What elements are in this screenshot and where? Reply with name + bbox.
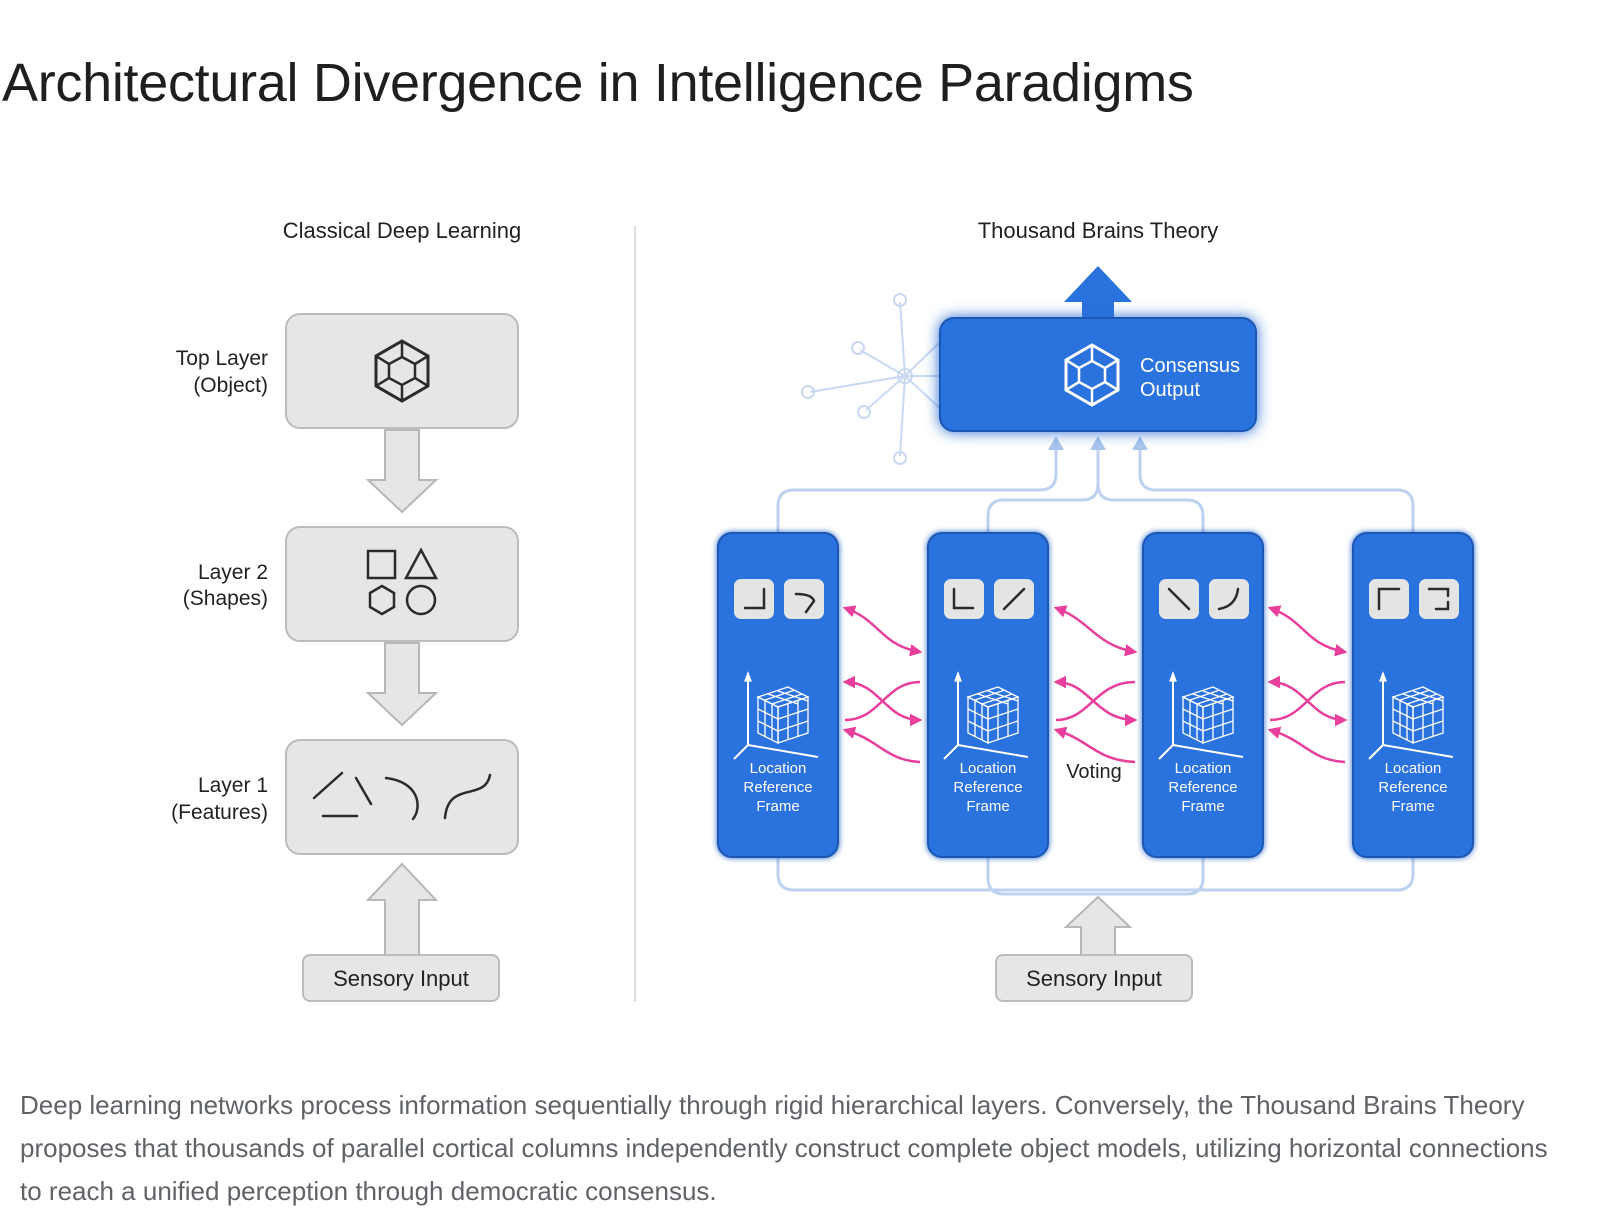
voting-arrows <box>842 605 1348 764</box>
tbt-up-arrow-input <box>1063 895 1133 956</box>
column-3-label-line2: Reference <box>1168 779 1237 796</box>
feature-lines-icon <box>312 771 492 821</box>
column-3-label-line1: Location <box>1175 760 1232 777</box>
column-4-label-line2: Reference <box>1378 779 1447 796</box>
voting-label: Voting <box>1066 761 1122 783</box>
layer2-box <box>285 526 519 642</box>
layer1-box <box>285 739 519 855</box>
output-up-arrow <box>1064 266 1132 320</box>
top-layer-sublabel: (Object) <box>193 374 268 397</box>
consensus-output-label: Consensus <box>1140 355 1240 377</box>
output-arrowheads <box>1048 436 1148 450</box>
grid-cube-icon <box>733 672 1454 760</box>
figure-caption: Deep learning networks process informati… <box>20 1090 1548 1206</box>
layer1-label: Layer 1 <box>198 774 268 797</box>
up-arrow-input <box>365 862 439 956</box>
layer1-sublabel: (Features) <box>171 801 268 824</box>
consensus-output-sublabel: Output <box>1140 379 1200 401</box>
neuron-icon <box>801 293 945 465</box>
top-layer-box <box>285 313 519 429</box>
column-3-label-line3: Frame <box>1181 798 1224 815</box>
feature-tile-icon <box>734 579 1459 619</box>
column-1-label-line1: Location <box>750 760 807 777</box>
classical-sensory-input-label: Sensory Input <box>333 966 469 991</box>
column-2-label-line2: Reference <box>953 779 1022 796</box>
down-arrow-2 <box>365 642 439 727</box>
tbt-sensory-input-box <box>995 954 1193 1002</box>
thousand-brains-heading: Thousand Brains Theory <box>978 218 1219 243</box>
classical-heading: Classical Deep Learning <box>283 218 521 243</box>
tbt-sensory-input-label: Sensory Input <box>1026 966 1162 991</box>
layer2-label: Layer 2 <box>198 561 268 584</box>
output-connectors <box>776 446 1415 533</box>
column-1-label-line2: Reference <box>743 779 812 796</box>
column-2-label-line3: Frame <box>966 798 1009 815</box>
architecture-diagram: Classical Deep Learning Top Layer (Objec… <box>0 190 1600 1060</box>
down-arrow-1 <box>365 429 439 514</box>
classical-panel: Classical Deep Learning Top Layer (Objec… <box>171 218 521 1002</box>
column-4-label-line3: Frame <box>1391 798 1434 815</box>
feature-tile-glyphs <box>743 587 1450 614</box>
column-2-label-line1: Location <box>960 760 1017 777</box>
thousand-brains-panel: Thousand Brains Theory <box>717 218 1474 1002</box>
shapes-icon <box>366 547 439 616</box>
column-1-label-line3: Frame <box>756 798 799 815</box>
classical-sensory-input-box <box>302 954 500 1002</box>
top-layer-label: Top Layer <box>176 347 268 370</box>
layer2-sublabel: (Shapes) <box>183 587 268 610</box>
input-connectors <box>776 857 1415 896</box>
page-title: Architectural Divergence in Intelligence… <box>2 53 1194 113</box>
column-4-label-line1: Location <box>1385 760 1442 777</box>
consensus-output-box <box>939 317 1257 432</box>
